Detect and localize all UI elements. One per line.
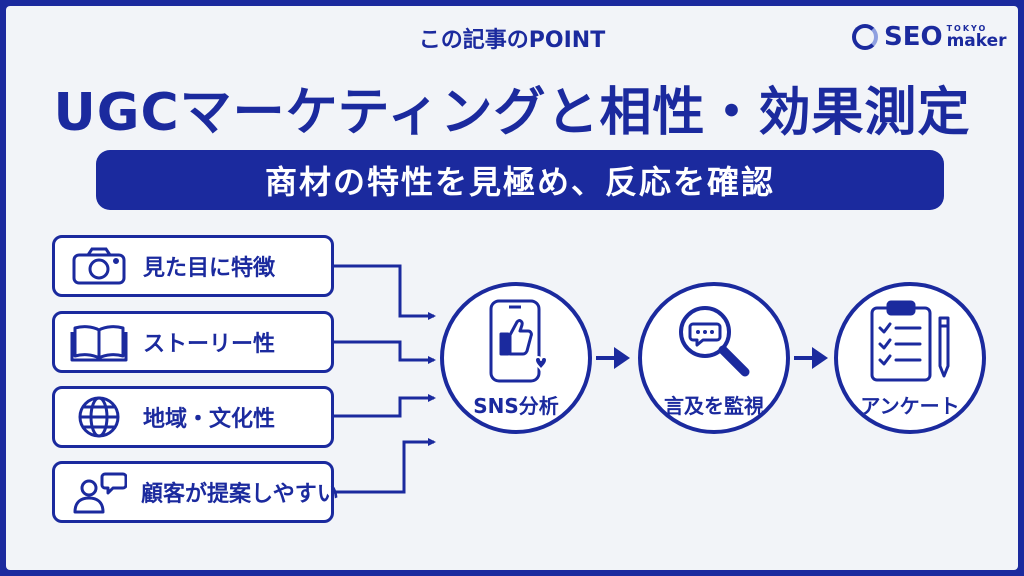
open-book-icon xyxy=(69,320,129,364)
subtitle-banner: 商材の特性を見極め、反応を確認 xyxy=(96,150,944,210)
feature-label: 見た目に特徴 xyxy=(143,256,276,281)
connector-feature-1 xyxy=(334,264,436,320)
clipboard-checklist-icon xyxy=(838,298,982,384)
connector-feature-4 xyxy=(334,438,436,494)
step-circle-survey: アンケート xyxy=(834,282,986,434)
eyebrow-label: この記事のPOINT xyxy=(418,28,606,53)
feature-box-customer-suggest: 顧客が提案しやすい xyxy=(52,461,339,523)
people-chat-icon xyxy=(69,470,127,514)
logo-tokyo-text: TOKYO xyxy=(946,23,988,33)
arrow-step-1-to-2 xyxy=(596,347,630,369)
smartphone-thumbs-up-icon xyxy=(444,298,588,384)
magnifier-chat-icon xyxy=(642,298,786,384)
feature-label: ストーリー性 xyxy=(143,332,276,357)
feature-label: 顧客が提案しやすい xyxy=(141,482,339,507)
logo-seo-text: SEO xyxy=(884,22,943,52)
camera-icon xyxy=(69,244,129,288)
page-title: UGCマーケティングと相性・効果測定 xyxy=(53,83,971,143)
subtitle-text: 商材の特性を見極め、反応を確認 xyxy=(264,163,775,201)
feature-label: 地域・文化性 xyxy=(143,407,276,432)
logo-maker-text: maker xyxy=(946,30,1007,51)
step-circle-mention-monitoring: 言及を監視 xyxy=(638,282,790,434)
feature-box-appearance: 見た目に特徴 xyxy=(52,235,334,297)
feature-box-story: ストーリー性 xyxy=(52,311,334,373)
connector-feature-2 xyxy=(334,340,436,364)
step-label: アンケート xyxy=(860,394,960,418)
step-label: 言及を監視 xyxy=(664,394,764,418)
logo-ring-icon xyxy=(852,24,878,50)
globe-icon xyxy=(69,395,129,439)
seo-maker-logo: SEO TOKYO maker xyxy=(852,22,1007,52)
step-circle-sns-analysis: SNS分析 xyxy=(440,282,592,434)
connector-feature-3 xyxy=(334,394,436,418)
feature-box-culture: 地域・文化性 xyxy=(52,386,334,448)
step-label: SNS分析 xyxy=(473,394,559,418)
arrow-step-2-to-3 xyxy=(794,347,828,369)
